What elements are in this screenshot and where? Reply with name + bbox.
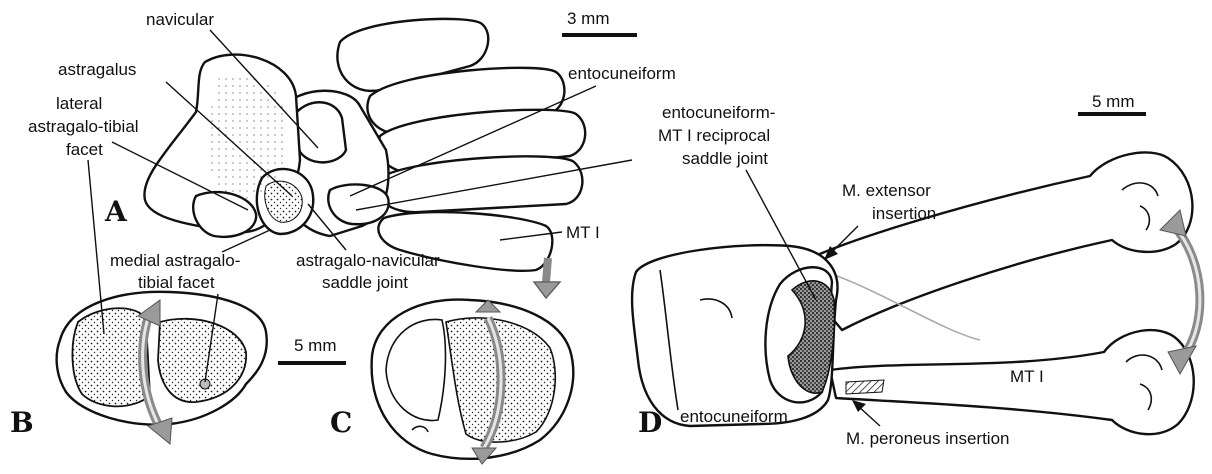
label-lateral-line2: astragalo-tibial — [28, 117, 139, 136]
label-extensor-line2: insertion — [872, 204, 936, 223]
panel-letter-c: C — [330, 406, 352, 439]
panel-letter-d: D — [638, 406, 662, 439]
panel-b-astragalus — [57, 292, 267, 425]
label-medial-line2: tibial facet — [138, 273, 215, 292]
label-lateral-line3: facet — [66, 140, 103, 159]
label-astnav-line1: astragalo-navicular — [296, 251, 440, 270]
label-astnav-line2: saddle joint — [322, 273, 408, 292]
label-medial-line1: medial astragalo- — [110, 251, 240, 270]
scale-bar-a-label: 3 mm — [567, 9, 610, 28]
label-astragalus: astragalus — [58, 60, 136, 79]
panel-a-foot-drawing — [144, 19, 585, 271]
entocuneiform-bone-a — [328, 184, 388, 224]
label-extensor-line1: M. extensor — [842, 181, 931, 200]
label-navicular: navicular — [146, 10, 214, 29]
panel-letter-b: B — [10, 406, 34, 439]
label-entocuneiform-d: entocuneiform — [680, 407, 788, 426]
mt-i-upper-bone — [790, 152, 1192, 330]
scale-bar-bc-label: 5 mm — [294, 336, 337, 355]
label-ecmt-line2: MT I reciprocal — [658, 126, 770, 145]
panel-c-navicular — [372, 300, 574, 459]
label-ecmt-line1: entocuneiform- — [662, 103, 775, 122]
label-peroneus: M. peroneus insertion — [846, 429, 1009, 448]
label-mt-i-a: MT I — [566, 223, 600, 242]
label-ecmt-line3: saddle joint — [682, 149, 768, 168]
scale-bar-d-label: 5 mm — [1092, 92, 1135, 111]
panel-letter-a: A — [104, 195, 128, 228]
label-entocuneiform-a: entocuneiform — [568, 64, 676, 83]
label-mt-i-d: MT I — [1010, 367, 1044, 386]
label-lateral-line1: lateral — [56, 94, 102, 113]
peroneus-insertion-area — [846, 380, 884, 394]
